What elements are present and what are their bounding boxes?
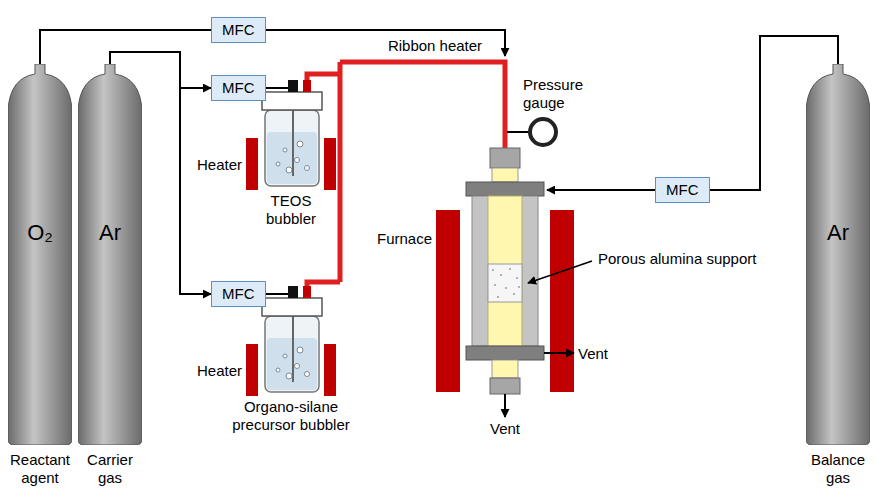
gas-role: Reactant agent (8, 451, 72, 487)
vent-label: Vent (485, 420, 525, 438)
reactor-inner-tube (488, 196, 522, 346)
mfc-label: MFC (666, 181, 699, 199)
bubbler-vessel (265, 110, 319, 186)
heater-block (324, 344, 336, 396)
porous-alumina-support (488, 264, 522, 302)
mass-flow-controller: MFC (211, 75, 266, 101)
heater-label: Ribbon heater (380, 37, 490, 55)
gas-role: Carrier gas (78, 451, 142, 487)
gas-cylinder: O₂Reactant agent (8, 64, 72, 445)
gas-cylinder: ArCarrier gas (78, 64, 142, 445)
reactor-cap (490, 378, 520, 394)
reactor-cap (490, 148, 520, 168)
heater-label: Heater (186, 156, 242, 174)
gas-name: Ar (806, 220, 870, 246)
reactor-flange (466, 346, 544, 360)
heater-block (246, 344, 258, 396)
mfc-label: MFC (222, 79, 255, 97)
vent-label: Vent (578, 345, 618, 363)
bubbler-vessel (265, 316, 319, 392)
gas-role: Balance gas (806, 451, 870, 487)
vent-line (504, 394, 506, 417)
heater-block (324, 138, 336, 190)
vent-line (544, 352, 574, 354)
furnace-block (436, 210, 460, 392)
inlet-connector (288, 80, 298, 92)
bubbler-label: Organo-silane precursor bubbler (226, 398, 356, 434)
mfc-label: MFC (222, 285, 255, 303)
dip-tube (292, 316, 294, 382)
teos-inlet-line (262, 87, 292, 89)
reactor-inner-tube (492, 360, 518, 378)
outlet-connector (303, 286, 311, 298)
gas-cylinder: ArBalance gas (806, 64, 870, 445)
heater-label: Heater (186, 362, 242, 380)
alumina-speckles (492, 268, 520, 298)
bubbles (276, 347, 310, 379)
bubbler-cap (262, 298, 322, 316)
mass-flow-controller: MFC (211, 17, 266, 43)
pressure-gauge (530, 119, 556, 145)
leader-line (528, 261, 592, 283)
furnace-label: Furnace (370, 230, 432, 248)
bubbles (276, 141, 310, 173)
gas-cylinder-shape (78, 64, 142, 445)
mass-flow-controller: MFC (211, 281, 266, 307)
bubbler-label: TEOS bubbler (258, 192, 324, 228)
gas-cylinder-shape (8, 64, 72, 445)
gauge-stem (507, 131, 529, 133)
bubbler-cap (262, 92, 322, 110)
inlet-connector (288, 286, 298, 298)
reactor-flange (466, 182, 544, 196)
reactor-outer-tube (472, 196, 538, 346)
gas-line (40, 30, 211, 64)
mfc-label: MFC (222, 21, 255, 39)
gas-name: Ar (78, 220, 142, 246)
oxygen-line (262, 30, 505, 56)
dip-tube (292, 110, 294, 176)
mass-flow-controller: MFC (655, 177, 710, 203)
gas-cylinder-shape (806, 64, 870, 445)
balance-inlet-line (547, 189, 670, 191)
reactor-inner-tube (492, 168, 518, 182)
support-label: Porous alumina support (598, 250, 798, 268)
furnace-block (550, 210, 574, 392)
gas-name: O₂ (8, 220, 72, 246)
gauge-label: Pressure gauge (523, 76, 599, 112)
heater-block (246, 138, 258, 190)
organo-inlet-line (262, 293, 292, 295)
outlet-connector (303, 80, 311, 92)
